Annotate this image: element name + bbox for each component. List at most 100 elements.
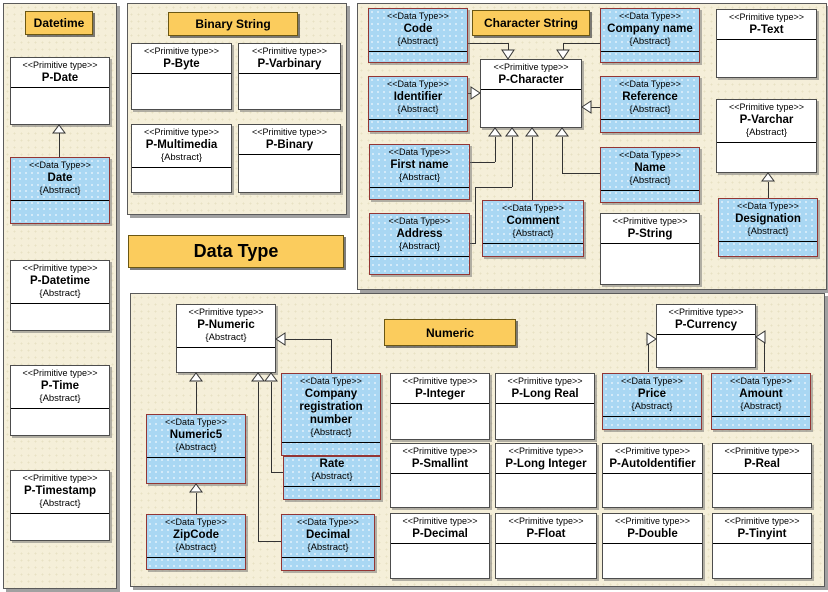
class-identifier[interactable]: <<Data Type>> Identifier {Abstract}: [368, 76, 468, 132]
stereotype-label: <<Data Type>>: [165, 417, 227, 427]
class-p-double[interactable]: <<Primitive type>> P-Double: [602, 513, 703, 579]
class-rate[interactable]: Rate {Abstract}: [283, 456, 381, 500]
generalization-line: [468, 43, 508, 44]
compartment: [369, 119, 467, 131]
class-comment[interactable]: <<Data Type>> Comment {Abstract}: [482, 200, 584, 257]
class-name: P-AutoIdentifier: [609, 458, 696, 470]
class-p-decimal[interactable]: <<Primitive type>> P-Decimal: [390, 513, 490, 579]
abstract-label: {Abstract}: [307, 542, 349, 553]
class-zipcode[interactable]: <<Data Type>> ZipCode {Abstract}: [146, 514, 246, 570]
class-name: P-Datetime: [29, 275, 91, 287]
class-name: P-String: [627, 228, 673, 240]
class-decimal[interactable]: <<Data Type>> Decimal {Abstract}: [281, 514, 375, 571]
class-p-autoidentifier[interactable]: <<Primitive type>> P-AutoIdentifier: [602, 443, 703, 508]
generalization-arrowhead-down-icon: [501, 49, 515, 60]
class-p-smallint[interactable]: <<Primitive type>> P-Smallint: [390, 443, 490, 508]
compartment: [132, 73, 231, 109]
abstract-label: {Abstract}: [39, 393, 81, 404]
class-p-multimedia[interactable]: <<Primitive type>> P-Multimedia {Abstrac…: [131, 124, 232, 193]
class-name: P-Long Integer: [505, 458, 587, 470]
generalization-line: [562, 137, 563, 173]
compartment: [603, 543, 702, 578]
class-name: P-Decimal: [412, 528, 468, 540]
compartment: [11, 87, 109, 124]
stereotype-label: <<Primitive type>>: [508, 516, 584, 526]
abstract-label: {Abstract}: [398, 241, 441, 252]
generalization-line: [271, 382, 272, 472]
class-numeric5[interactable]: <<Data Type>> Numeric5 {Abstract}: [146, 414, 246, 484]
class-name: P-Text: [749, 24, 784, 36]
generalization-line: [532, 137, 533, 200]
class-name: Reference: [622, 91, 678, 103]
class-p-varbinary[interactable]: <<Primitive type>> P-Varbinary: [238, 43, 341, 110]
class-price[interactable]: <<Data Type>> Price {Abstract}: [602, 373, 702, 430]
class-date[interactable]: <<Data Type>> Date {Abstract}: [10, 157, 110, 224]
class-name: ZipCode: [173, 529, 219, 541]
class-p-byte[interactable]: <<Primitive type>> P-Byte: [131, 43, 232, 110]
compartment: [496, 543, 596, 578]
class-code[interactable]: <<Data Type>> Code {Abstract}: [368, 8, 468, 63]
compartment: [147, 557, 245, 569]
class-p-varchar[interactable]: <<Primitive type>> P-Varchar {Abstract}: [716, 99, 817, 173]
class-p-character[interactable]: <<Primitive type>> P-Character: [480, 59, 582, 128]
generalization-arrowhead-down-icon: [556, 49, 570, 60]
class-name[interactable]: <<Data Type>> Name {Abstract}: [600, 147, 700, 203]
class-name: First name: [390, 159, 449, 171]
stereotype-label: <<Primitive type>>: [251, 46, 328, 56]
class-address[interactable]: <<Data Type>> Address {Abstract}: [369, 213, 470, 275]
class-amount[interactable]: <<Data Type>> Amount {Abstract}: [711, 373, 811, 430]
abstract-label: {Abstract}: [629, 175, 671, 186]
class-p-long-integer[interactable]: <<Primitive type>> P-Long Integer: [495, 443, 597, 508]
class-designation[interactable]: <<Data Type>> Designation {Abstract}: [718, 198, 818, 257]
stereotype-label: <<Primitive type>>: [251, 127, 328, 137]
class-p-float[interactable]: <<Primitive type>> P-Float: [495, 513, 597, 579]
stereotype-label: <<Primitive type>>: [22, 60, 98, 70]
compartment: [719, 241, 817, 256]
class-name: Numeric5: [169, 429, 223, 441]
class-company-name[interactable]: <<Data Type>> Company name {Abstract}: [600, 8, 700, 63]
compartment: [603, 416, 701, 429]
stereotype-label: <<Primitive type>>: [612, 216, 688, 226]
class-p-text[interactable]: <<Primitive type>> P-Text: [716, 9, 817, 78]
compartment: [11, 408, 109, 435]
generalization-line: [468, 93, 472, 94]
generalization-arrowhead-up-icon: [264, 372, 278, 382]
class-p-currency[interactable]: <<Primitive type>> P-Currency: [656, 304, 756, 368]
stereotype-label: <<Data Type>>: [730, 376, 792, 386]
class-name: Date: [47, 172, 73, 184]
class-first-name[interactable]: <<Data Type>> First name {Abstract}: [369, 144, 470, 200]
generalization-line: [764, 337, 765, 372]
abstract-label: {Abstract}: [512, 228, 554, 239]
class-p-datetime[interactable]: <<Primitive type>> P-Datetime {Abstract}: [10, 260, 110, 331]
stereotype-label: <<Data Type>>: [619, 150, 681, 160]
class-p-date[interactable]: <<Primitive type>> P-Date: [10, 57, 110, 125]
class-reference[interactable]: <<Data Type>> Reference {Abstract}: [600, 76, 700, 133]
generalization-line: [495, 137, 496, 162]
class-p-time[interactable]: <<Primitive type>> P-Time {Abstract}: [10, 365, 110, 436]
class-p-long-real[interactable]: <<Primitive type>> P-Long Real: [495, 373, 595, 440]
generalization-line: [258, 541, 281, 542]
class-p-tinyint[interactable]: <<Primitive type>> P-Tinyint: [712, 513, 812, 579]
generalization-arrowhead-up-icon: [761, 172, 775, 182]
generalization-line: [470, 243, 476, 244]
class-p-real[interactable]: <<Primitive type>> P-Real: [712, 443, 812, 508]
generalization-line: [271, 472, 283, 473]
class-name: Price: [637, 388, 667, 400]
compartment: [132, 167, 231, 192]
generalization-line: [475, 187, 476, 244]
class-p-binary[interactable]: <<Primitive type>> P-Binary: [238, 124, 341, 193]
generalization-line: [562, 173, 600, 174]
class-p-numeric[interactable]: <<Primitive type>> P-Numeric {Abstract}: [176, 304, 276, 373]
stereotype-label: <<Data Type>>: [621, 376, 683, 386]
generalization-line: [331, 339, 332, 373]
abstract-label: {Abstract}: [39, 498, 81, 509]
abstract-label: {Abstract}: [160, 152, 203, 163]
class-p-timestamp[interactable]: <<Primitive type>> P-Timestamp {Abstract…: [10, 470, 110, 541]
stereotype-label: <<Primitive type>>: [724, 446, 800, 456]
class-company-registration-number[interactable]: <<Data Type>> Company registration numbe…: [281, 373, 381, 456]
class-p-string[interactable]: <<Primitive type>> P-String: [600, 213, 700, 285]
class-p-integer[interactable]: <<Primitive type>> P-Integer: [390, 373, 490, 440]
stereotype-label: <<Primitive type>>: [728, 12, 805, 22]
compartment: [601, 243, 699, 284]
